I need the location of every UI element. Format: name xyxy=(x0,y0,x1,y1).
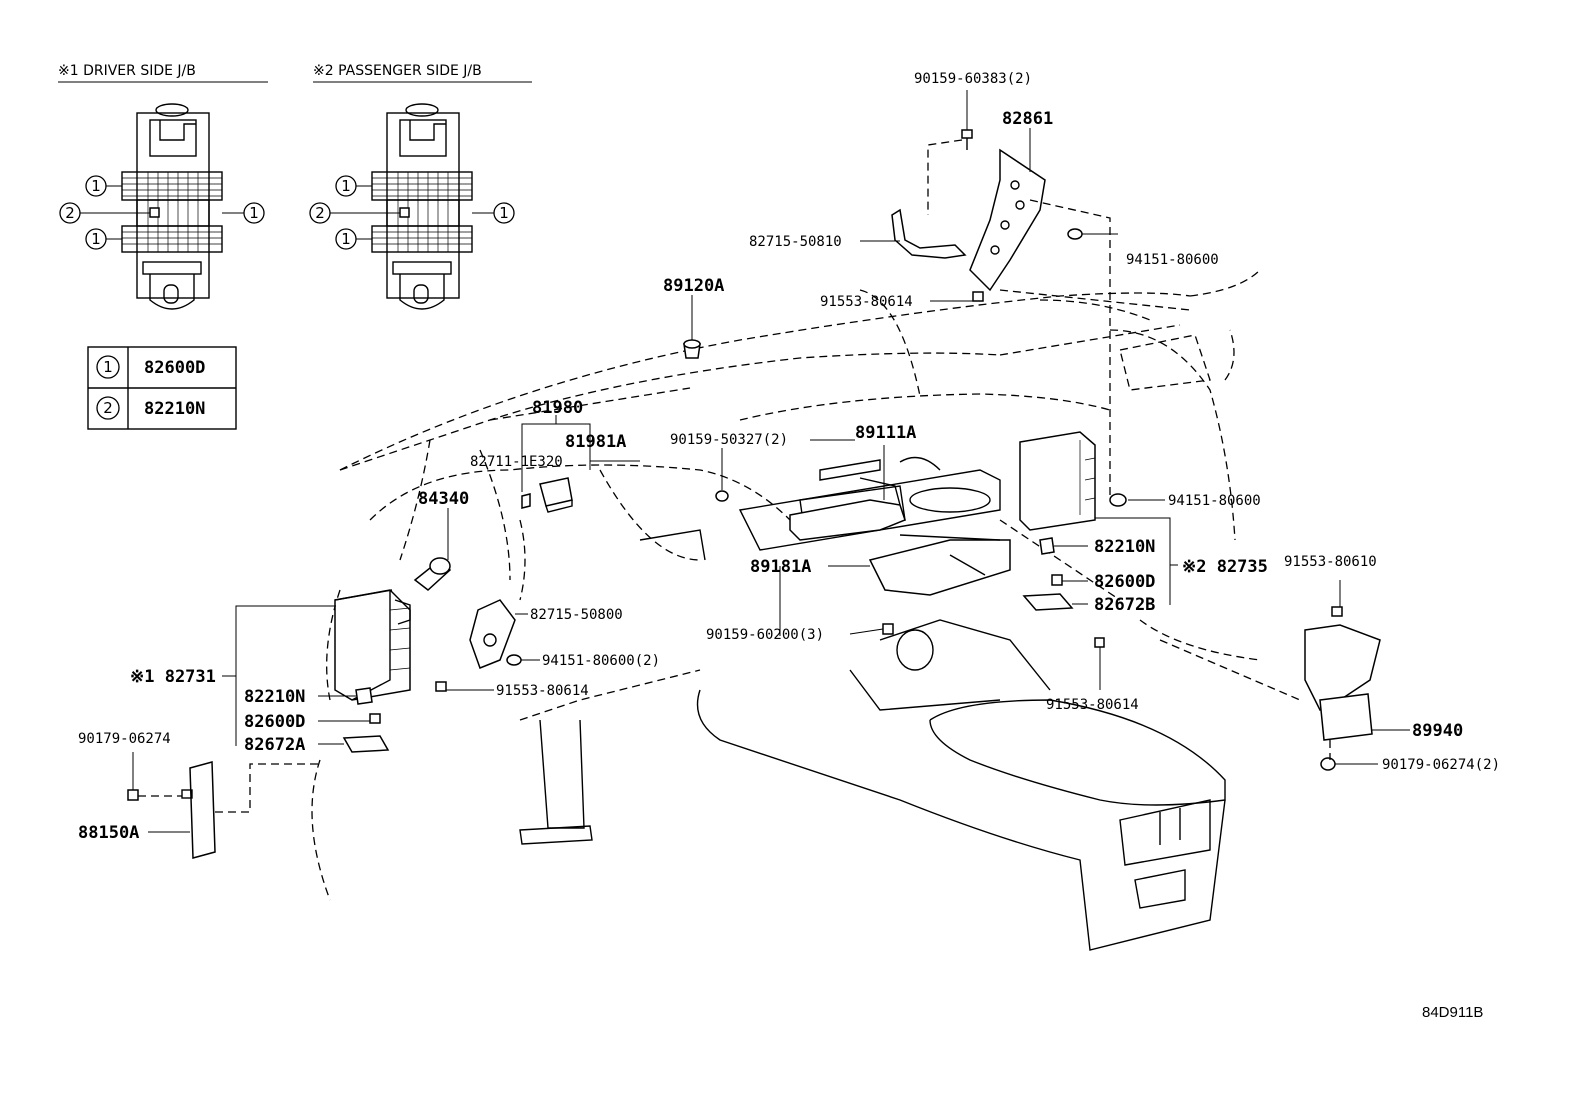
label-90159-60383: 90159-60383(2) xyxy=(914,71,1032,87)
svg-text:1: 1 xyxy=(91,177,101,195)
junction-block-82731 xyxy=(334,589,411,701)
diagram-code: 84D911B xyxy=(1422,1004,1483,1021)
bracket-82715-50810 xyxy=(891,208,967,259)
dashboard-outline xyxy=(311,269,1261,901)
junction-block-82735 xyxy=(1019,431,1096,531)
label-94151-80600-mid: 94151-80600 xyxy=(1168,493,1261,509)
bolt-90159-60200 xyxy=(882,623,894,635)
label-82210N-left: 82210N xyxy=(244,687,305,707)
label-89181A: 89181A xyxy=(750,557,811,577)
label-82861: 82861 xyxy=(1002,109,1053,129)
bracket-89111A xyxy=(789,477,906,541)
bracket-82861 xyxy=(969,148,1046,292)
svg-text:1: 1 xyxy=(91,230,101,248)
dashed-leaders xyxy=(138,139,1331,813)
label-82600D-right: 82600D xyxy=(1094,572,1155,592)
svg-text:2: 2 xyxy=(315,204,325,222)
driver-side-jb-illustration xyxy=(121,103,223,310)
leader-lines xyxy=(132,90,1410,833)
bolt-91553-80614-left xyxy=(435,681,447,692)
module-89940 xyxy=(1304,624,1381,741)
bolt-90159-60383 xyxy=(961,129,973,150)
nut-94151-80600-top xyxy=(1067,228,1083,240)
label-90159-60200: 90159-60200(3) xyxy=(706,627,824,643)
fuse-82600D-left xyxy=(369,713,381,724)
legend-part-82600D: 82600D xyxy=(144,358,205,378)
label-91553-80614-top: 91553-80614 xyxy=(820,294,913,310)
label-82715-50800: 82715-50800 xyxy=(530,607,623,623)
relay-82210N-left xyxy=(355,687,373,705)
legend-part-82210N: 82210N xyxy=(144,399,205,419)
svg-text:1: 1 xyxy=(103,358,113,376)
label-84340: 84340 xyxy=(418,489,469,509)
label-81981A: 81981A xyxy=(565,432,626,452)
label-90179-06274-right: 90179-06274(2) xyxy=(1382,757,1500,773)
sensor-84340 xyxy=(413,557,452,591)
driver-side-jb-header: ※1 DRIVER SIDE J/B xyxy=(58,63,196,79)
label-82210N-right: 82210N xyxy=(1094,537,1155,557)
nut-94151-80600-mid xyxy=(1109,493,1127,507)
label-82711-1E320: 82711-1E320 xyxy=(470,454,563,470)
label-81980: 81980 xyxy=(532,398,583,418)
relay-82210N-right xyxy=(1039,537,1055,555)
label-82672B: 82672B xyxy=(1094,595,1155,615)
bracket-91553-80610 xyxy=(1331,606,1343,617)
fuse-82600D-right xyxy=(1051,574,1063,586)
sensor-89120A xyxy=(683,339,701,359)
label-89120A: 89120A xyxy=(663,276,724,296)
bolt-91553-80614-right xyxy=(1094,637,1105,648)
label-82715-50810: 82715-50810 xyxy=(749,234,842,250)
svg-text:1: 1 xyxy=(499,204,509,222)
driver-callouts: 1 2 1 1 xyxy=(59,175,265,250)
svg-text:1: 1 xyxy=(341,177,351,195)
label-82600D-left: 82600D xyxy=(244,712,305,732)
bracket-82715-50800 xyxy=(469,599,516,669)
clip-82711-1E320 xyxy=(521,493,531,509)
svg-text:2: 2 xyxy=(65,204,75,222)
label-90159-50327: 90159-50327(2) xyxy=(670,432,788,448)
svg-text:2: 2 xyxy=(103,399,113,417)
cover-82672A xyxy=(342,735,390,753)
cover-82672B xyxy=(1022,593,1074,611)
label-89940: 89940 xyxy=(1412,721,1463,741)
label-91553-80610: 91553-80610 xyxy=(1284,554,1377,570)
bolt-90159-50327 xyxy=(715,490,729,502)
label-82672A: 82672A xyxy=(244,735,305,755)
passenger-side-jb-header: ※2 PASSENGER SIDE J/B xyxy=(313,63,482,79)
bolt-91553-80614-top xyxy=(972,291,984,302)
center-console-outline xyxy=(696,619,1226,951)
steering-column-outline xyxy=(519,529,706,845)
passenger-side-jb-illustration xyxy=(371,103,473,310)
module-88150A xyxy=(181,761,216,859)
legend-table: 1 82600D 2 82210N xyxy=(87,346,237,430)
label-82731: ※1 82731 xyxy=(130,667,216,687)
label-94151-80600-top: 94151-80600 xyxy=(1126,252,1219,268)
nut-94151-80600-2 xyxy=(506,654,522,666)
relay-81981A xyxy=(539,477,573,513)
passenger-callouts: 1 2 1 1 xyxy=(309,175,515,250)
nut-90179-06274-left xyxy=(127,789,139,801)
bracket-89181A xyxy=(868,534,1011,596)
nut-90179-06274-right xyxy=(1320,757,1336,771)
label-90179-06274-left: 90179-06274 xyxy=(78,731,171,747)
svg-text:1: 1 xyxy=(341,230,351,248)
label-94151-80600-2: 94151-80600(2) xyxy=(542,653,660,669)
label-82735: ※2 82735 xyxy=(1182,557,1268,577)
label-89111A: 89111A xyxy=(855,423,916,443)
svg-text:1: 1 xyxy=(249,204,259,222)
label-91553-80614-left: 91553-80614 xyxy=(496,683,589,699)
label-88150A: 88150A xyxy=(78,823,139,843)
label-91553-80614-right: 91553-80614 xyxy=(1046,697,1139,713)
